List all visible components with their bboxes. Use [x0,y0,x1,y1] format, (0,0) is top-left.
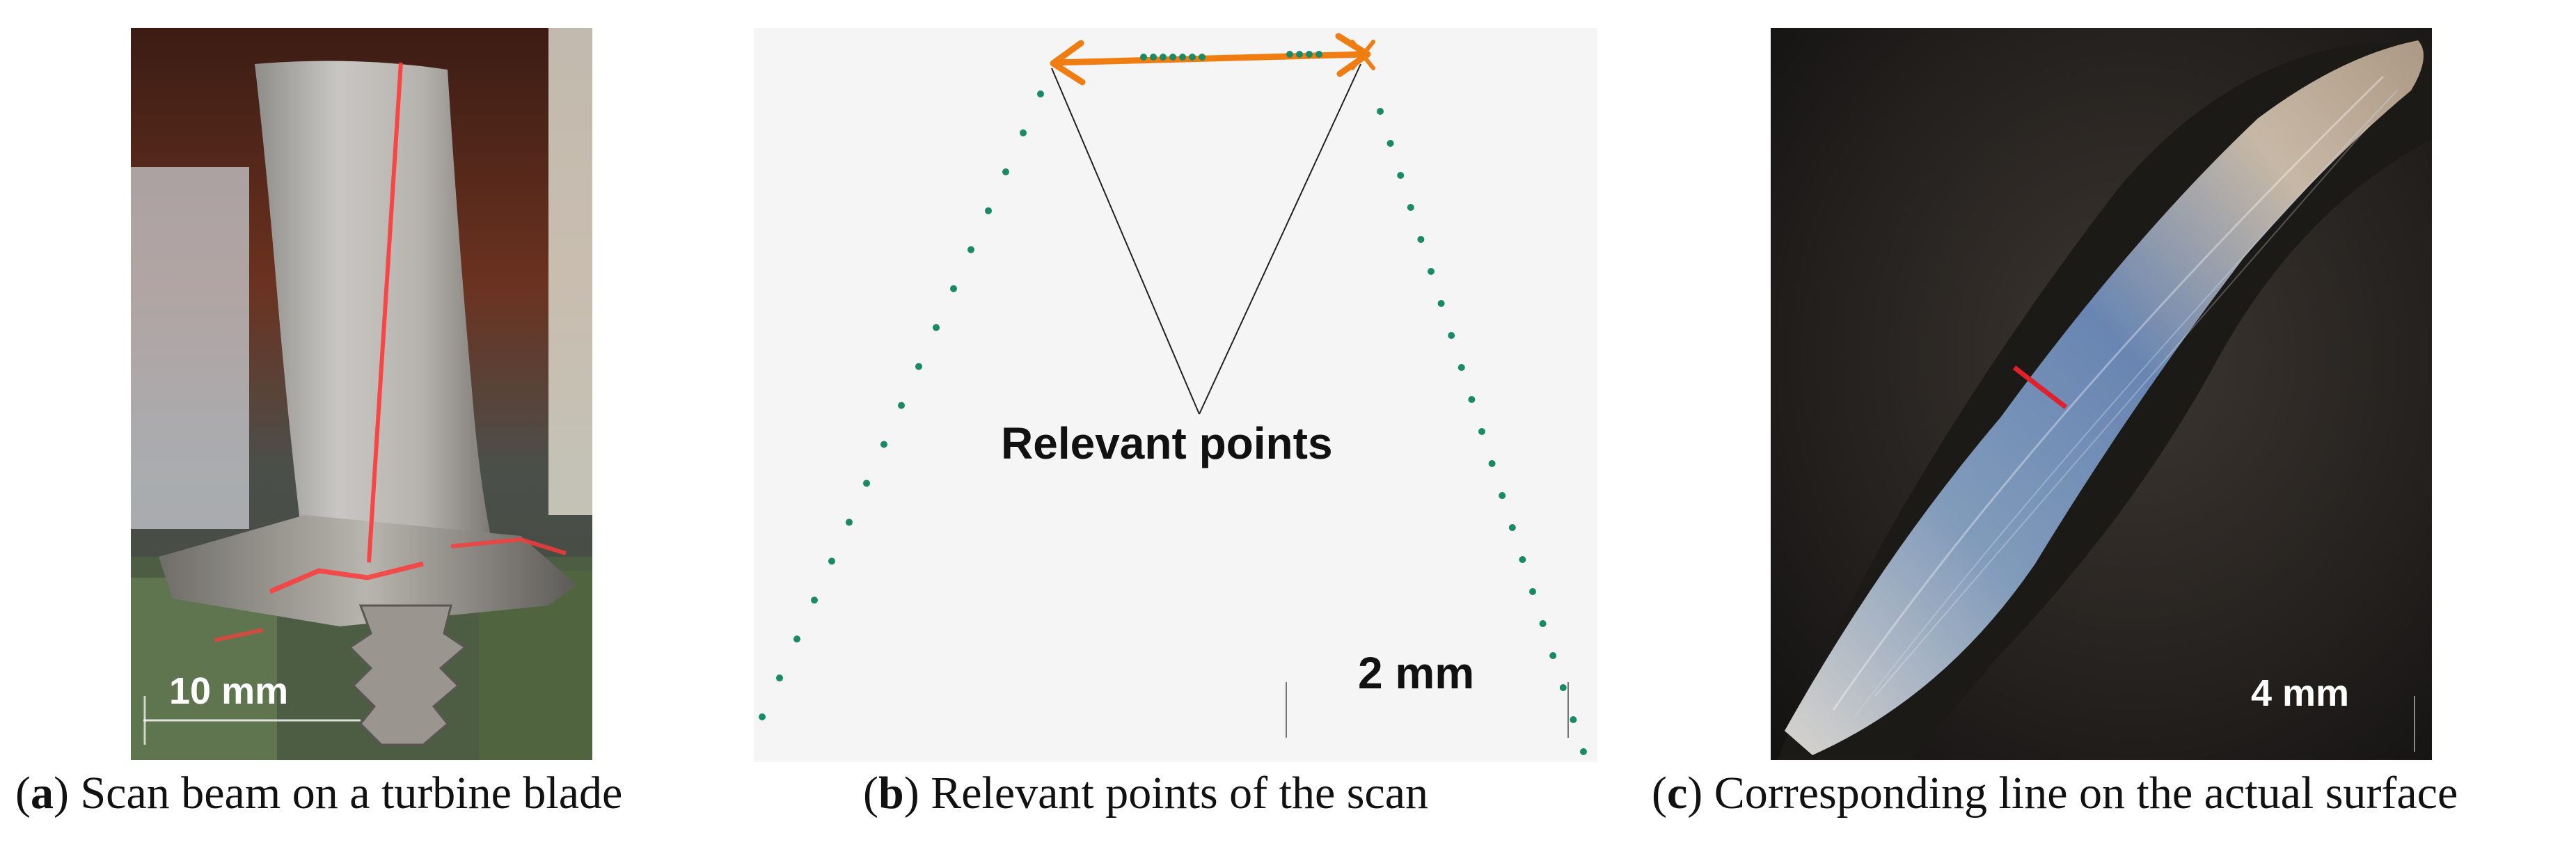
scan-point [1189,54,1196,61]
scale-label-b: 2 mm [1358,648,1475,698]
scan-point [811,596,818,604]
scan-points [759,51,1587,755]
scan-point [985,207,992,214]
scan-point [1296,51,1303,58]
scan-point [1570,716,1577,723]
scan-point [1169,54,1176,61]
leader-line-left [1051,68,1200,415]
scan-point [1179,54,1186,61]
scan-point [1519,556,1526,563]
scan-point [1488,460,1496,467]
scan-point [1140,54,1147,61]
scan-point [1549,652,1557,659]
scan-point [1160,54,1167,61]
scan-point [1037,90,1044,97]
scan-point [1457,364,1465,371]
scan-point [759,713,766,720]
scan-point [1437,300,1445,307]
scan-point [1529,588,1536,595]
caption-b-letter: b [878,768,904,819]
laser-line [367,62,403,563]
scan-point [828,558,835,565]
panel-b-scan-plot: Relevant points 2 mm [754,28,1597,762]
scan-point [776,674,783,682]
scan-point [1397,172,1405,179]
scan-point [1377,108,1384,115]
scan-point [793,635,800,643]
scan-point [1417,236,1425,243]
scan-point [1580,748,1587,755]
scan-plot-svg [759,33,1587,755]
scan-point [880,441,887,448]
scan-point [1428,268,1435,275]
scan-point [1539,620,1547,627]
scan-point [967,246,974,253]
width-arrow [1050,33,1375,86]
scan-point [898,402,905,409]
scale-label-a: 10 mm [169,670,289,712]
scale-label-c: 4 mm [2251,672,2350,714]
scan-point [1468,396,1476,403]
panel-a-photo: 10 mm [131,28,592,760]
scan-point [1386,140,1394,147]
annotation-relevant-points: Relevant points [1001,418,1333,468]
scan-point [1448,332,1455,339]
caption-a-letter: a [30,768,54,819]
scan-point [1199,54,1206,61]
turbine-blade-photo [131,28,592,760]
scan-point [1508,524,1516,531]
caption-a-text: Scan beam on a turbine blade [80,768,623,819]
scan-point [863,480,870,487]
scan-point [950,285,957,292]
panel-c-photo: 4 mm [1771,28,2432,760]
scan-point [1499,492,1506,499]
caption-b-text: Relevant points of the scan [931,768,1429,819]
caption-c-text: Corresponding line on the actual surface [1714,768,2458,819]
corresponding-line-marker [2012,365,2068,409]
scan-point [915,363,922,370]
scan-point [1559,684,1567,691]
caption-b: (b) Relevant points of the scan [863,768,1429,819]
leader-line-right [1199,63,1361,415]
scan-point [1286,51,1293,58]
scan-point [1315,51,1322,58]
scan-point [933,324,940,331]
caption-a: (a) Scan beam on a turbine blade [15,768,623,819]
scan-point [1306,51,1313,58]
scan-point [846,519,853,526]
scan-point [1478,428,1485,435]
blade-section-photo [1771,28,2432,760]
caption-c-letter: c [1666,768,1688,819]
scan-point [1020,129,1027,136]
caption-c: (c) Corresponding line on the actual sur… [1652,768,2458,819]
scan-point [1002,168,1009,175]
scan-point [1407,204,1414,211]
scan-point [1150,54,1157,61]
